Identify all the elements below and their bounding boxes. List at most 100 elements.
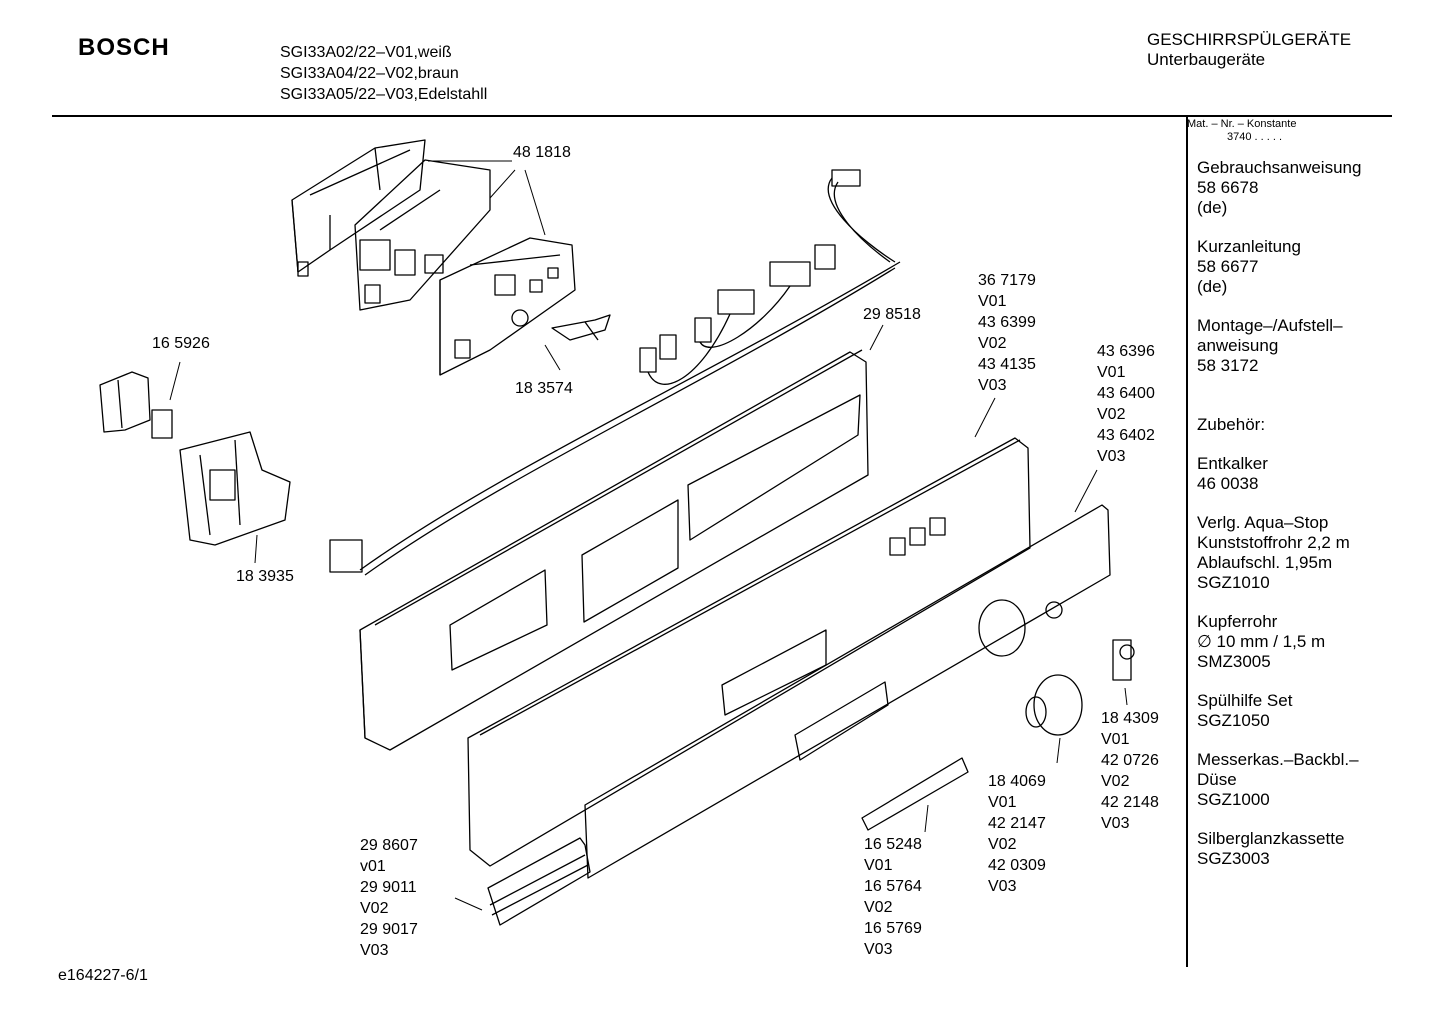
part-label-298518: 29 8518 (863, 304, 921, 325)
part-label-481818: 48 1818 (513, 142, 571, 163)
group-line: Silberglanzkassette (1197, 829, 1345, 848)
part-number: 36 7179 (978, 272, 1036, 289)
sidebar-group: Silberglanzkassette SGZ3003 (1197, 829, 1437, 869)
part-variant: V03 (360, 942, 389, 959)
sidebar-group: Kurzanleitung 58 6677 (de) (1197, 237, 1437, 297)
part-variant: V03 (1101, 815, 1130, 832)
part-number: 18 4069 (988, 773, 1046, 790)
header-rule (52, 115, 1392, 117)
group-line: SMZ3005 (1197, 652, 1271, 671)
material-label: Mat. – Nr. – Konstante (1187, 118, 1297, 130)
group-line: Ablaufschl. 1,95m (1197, 553, 1333, 572)
document-code: e164227-6/1 (58, 967, 148, 984)
part-label-184309: 18 4309 V01 42 0726 V02 42 2148 V03 (1101, 708, 1159, 834)
group-line: 58 3172 (1197, 356, 1259, 375)
part-number: 16 5248 (864, 836, 922, 853)
part-number: 43 6400 (1097, 385, 1155, 402)
part-label-165926: 16 5926 (152, 333, 210, 354)
group-line: SGZ1000 (1197, 790, 1270, 809)
part-number: 29 9011 (360, 879, 417, 896)
sidebar-accessories: Mat. – Nr. – Konstante 3740 . . . . . Ge… (1187, 118, 1437, 888)
brand-logo: BOSCH (78, 34, 170, 61)
sidebar-group: Gebrauchsanweisung 58 6678 (de) (1197, 158, 1437, 218)
model-line: SGI33A02/22–V01,weiß (280, 44, 452, 61)
part-variant: V03 (1097, 448, 1126, 465)
group-line: Entkalker (1197, 454, 1268, 473)
part-variant: V02 (988, 836, 1017, 853)
rear-frame (359, 349, 869, 751)
appliance-category: GESCHIRRSPÜLGERÄTE Unterbaugeräte (1147, 30, 1351, 70)
part-number: 43 4135 (978, 356, 1036, 373)
part-variant: V01 (978, 293, 1007, 310)
part-variant: V03 (864, 941, 893, 958)
part-number: 18 3935 (236, 568, 294, 585)
control-module-housing (291, 139, 426, 277)
control-board (354, 159, 491, 311)
part-variant: V01 (864, 857, 893, 874)
side-bracket (99, 371, 151, 433)
model-line: SGI33A05/22–V03,Edelstahll (280, 86, 488, 103)
sidebar-group: Verlg. Aqua–Stop Kunststoffrohr 2,2 m Ab… (1197, 513, 1437, 593)
part-number: 29 9017 (360, 921, 418, 938)
sidebar-group: Kupferrohr ∅ 10 mm / 1,5 m SMZ3005 (1197, 612, 1437, 672)
group-line: Kupferrohr (1197, 612, 1278, 631)
group-line: (de) (1197, 198, 1228, 217)
exploded-view-drawing (99, 139, 1135, 926)
group-line: 46 0038 (1197, 474, 1259, 493)
group-line: (de) (1197, 277, 1228, 296)
part-variant: V03 (978, 377, 1007, 394)
part-number: 29 8607 (360, 837, 418, 854)
selector-knob (1025, 674, 1083, 736)
part-variant: V02 (360, 900, 389, 917)
sidebar-group: Spülhilfe Set SGZ1050 (1197, 691, 1437, 731)
category-title: GESCHIRRSPÜLGERÄTE (1147, 30, 1352, 49)
wiring-harness (329, 169, 901, 576)
group-line: Spülhilfe Set (1197, 691, 1293, 710)
front-panel (467, 437, 1031, 867)
group-line: ∅ 10 mm / 1,5 m (1197, 632, 1326, 651)
cover-strip (861, 757, 969, 831)
group-line: Messerkas.–Backbl.– (1197, 750, 1359, 769)
part-label-367179: 36 7179 V01 43 6399 V02 43 4135 V03 (978, 270, 1036, 396)
part-number: 43 6396 (1097, 343, 1155, 360)
group-line: Zubehör: (1197, 415, 1266, 434)
part-number: 42 0309 (988, 857, 1046, 874)
model-list: SGI33A02/22–V01,weiß SGI33A04/22–V02,bra… (280, 42, 487, 105)
part-label-436396: 43 6396 V01 43 6400 V02 43 6402 V03 (1097, 341, 1155, 467)
part-number: 16 5926 (152, 335, 210, 352)
part-variant: V02 (978, 335, 1007, 352)
lock-mechanism (179, 431, 291, 546)
part-number: 43 6399 (978, 314, 1036, 331)
part-number: 42 0726 (1101, 752, 1159, 769)
part-number: 16 5764 (864, 878, 922, 895)
part-number: 18 3574 (515, 380, 573, 397)
sidebar-group: Montage–/Aufstell– anweisung 58 3172 (1197, 316, 1437, 376)
group-line: Düse (1197, 770, 1237, 789)
part-variant: V02 (1097, 406, 1126, 423)
group-line: SGZ1010 (1197, 573, 1270, 592)
part-number: 29 8518 (863, 306, 921, 323)
part-number: 43 6402 (1097, 427, 1155, 444)
part-variant: V01 (988, 794, 1017, 811)
part-label-184069: 18 4069 V01 42 2147 V02 42 0309 V03 (988, 771, 1046, 897)
part-variant: V02 (1101, 773, 1130, 790)
group-line: Kunststoffrohr 2,2 m (1197, 533, 1350, 552)
group-line: SGZ3003 (1197, 849, 1270, 868)
part-number: 16 5769 (864, 920, 922, 937)
model-line: SGI33A04/22–V02,braun (280, 65, 459, 82)
electronic-module (439, 237, 576, 376)
part-variant: v01 (360, 858, 386, 875)
sidebar-group: Zubehör: (1197, 415, 1437, 435)
part-label-183935: 18 3935 (236, 566, 294, 587)
leader-lines (169, 160, 1128, 911)
group-line: Gebrauchsanweisung (1197, 158, 1362, 177)
group-line: anweisung (1197, 336, 1279, 355)
part-number: 18 4309 (1101, 710, 1159, 727)
sensor-part (551, 314, 611, 341)
group-line: Kurzanleitung (1197, 237, 1301, 256)
part-variant: V01 (1097, 364, 1126, 381)
part-label-165248: 16 5248 V01 16 5764 V02 16 5769 V03 (864, 834, 922, 960)
sidebar-divider (1186, 117, 1188, 967)
group-line: 58 6677 (1197, 257, 1259, 276)
category-subtitle: Unterbaugeräte (1147, 50, 1266, 69)
